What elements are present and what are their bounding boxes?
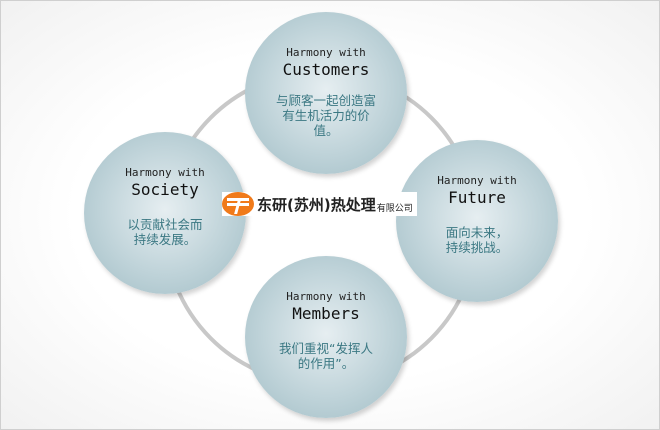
circle-future: Harmony with Future 面向未来，持续挑战。 <box>396 140 558 302</box>
company-logo: 东研(苏州)热处理 有限公司 <box>222 192 417 216</box>
circle-members: Harmony with Members 我们重视“发挥人的作用”。 <box>245 256 407 418</box>
circle-subtitle: Harmony with <box>286 290 366 303</box>
circle-title: Society <box>131 180 199 199</box>
circle-title: Customers <box>282 60 370 79</box>
circle-subtitle: Harmony with <box>437 174 517 187</box>
circle-society: Harmony with Society 以贡献社会而持续发展。 <box>84 132 246 294</box>
circle-text: 我们重视“发挥人的作用”。 <box>279 341 373 371</box>
circle-title: Future <box>448 188 506 207</box>
logo-mark-icon <box>222 192 254 216</box>
circle-text: 以贡献社会而持续发展。 <box>127 217 203 247</box>
circle-title: Members <box>292 304 360 323</box>
circle-customers: Harmony with Customers 与顾客一起创造富有生机活力的价值。 <box>245 12 407 174</box>
circle-subtitle: Harmony with <box>286 46 366 59</box>
logo-company-suffix: 有限公司 <box>376 203 413 214</box>
circle-text: 与顾客一起创造富有生机活力的价值。 <box>275 93 376 138</box>
circle-subtitle: Harmony with <box>125 166 205 179</box>
logo-company-name: 东研(苏州)热处理 <box>257 195 376 214</box>
circle-text: 面向未来，持续挑战。 <box>445 225 509 255</box>
